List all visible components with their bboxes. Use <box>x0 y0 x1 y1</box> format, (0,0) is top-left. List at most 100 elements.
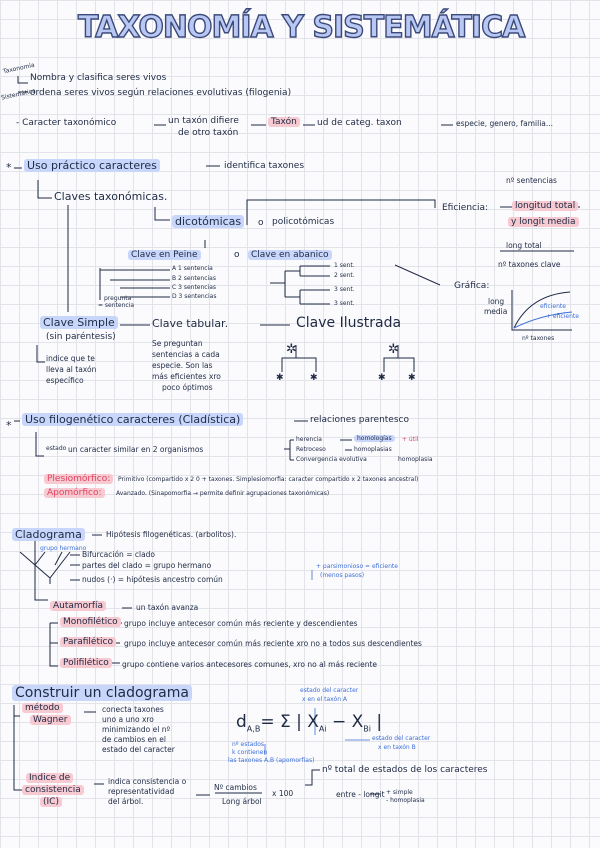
n-estados-2: k contienen <box>232 749 268 756</box>
estado-a-2: x en el taxón A <box>302 696 348 703</box>
homologias: homologías <box>354 435 395 442</box>
estado-a: estado del caracter <box>300 687 359 694</box>
abanico-item: 1 sent. <box>334 262 355 269</box>
ic-label-2: consistencia <box>22 785 84 795</box>
bullet: * <box>6 419 12 432</box>
abanico-item: 3 sent. <box>334 300 355 307</box>
uso-filo-header: Uso filogenético caracteres (Cladística) <box>22 413 244 426</box>
peine-item: C 3 sentencias <box>172 284 217 291</box>
eficiencia-numerator: nº sentencias <box>506 176 557 185</box>
bug-icon: ✲ <box>388 342 399 357</box>
insect-icon: ✱ <box>310 373 318 383</box>
plesiomorfico-definition: Primitivo (compartido x 2 0 + taxones. S… <box>118 476 419 483</box>
estado-label: estado <box>46 445 67 452</box>
abanico-item: 3 sent. <box>334 286 355 293</box>
peine-item: D 3 sentencias <box>172 293 217 300</box>
caracter-difiere: un taxón difiere <box>168 116 239 126</box>
plesiomorfico: Plesiomórfico: <box>44 474 114 484</box>
ic-line: representatividad <box>108 787 175 796</box>
n-estados-3: las taxones A,B (apomorfías) <box>228 757 315 764</box>
apomorfico-definition: Avanzado. (Sinapomorfia → permite defini… <box>116 490 330 497</box>
n-estados: nº estados <box>232 741 264 748</box>
simple-note: lleva al taxón <box>46 365 97 374</box>
taxon-definition: ud de categ. taxon <box>317 118 402 128</box>
grafica-x-label: nº taxones <box>522 335 555 342</box>
monofiletico-definition: grupo incluye antecesor común más recien… <box>124 619 358 628</box>
bug-icon: ✲ <box>286 342 297 357</box>
herencia: herencia <box>296 436 322 443</box>
wagner-line: de cambios en el <box>102 735 166 744</box>
grupo-hermano-label: grupo hermano <box>40 545 87 552</box>
pregunta-label: pregunta <box>104 295 132 302</box>
wagner-line: conecta taxones <box>102 705 164 714</box>
bifurcacion: Bifurcación = clado <box>82 550 156 559</box>
cladograma-title: Cladograma <box>12 528 85 541</box>
ic-simple: + simple <box>386 789 413 796</box>
partes-clado: partes del clado = grupo hermano <box>82 561 212 570</box>
ic-label-3: (IC) <box>40 797 62 807</box>
tabular-note: Se preguntan <box>152 339 203 348</box>
estado-definition: un caracter similar en 2 organismos <box>68 445 204 454</box>
wagner-line: minimizando el nº <box>102 725 171 734</box>
dicotomicas: dicotómicas <box>172 215 245 228</box>
eficiencia-top: longitud total <box>512 201 579 211</box>
nudos: nudos (·) = hipótesis ancestro común <box>82 575 223 584</box>
clave-abanico: Clave en abanico <box>248 250 332 260</box>
ic-entre: entre - longit <box>336 790 385 799</box>
ic-line: indica consistencia o <box>108 777 187 786</box>
ic-total: nº total de estados de los caracteres <box>322 765 488 775</box>
wagner-line: estado del caracter <box>102 745 175 754</box>
uso-filo-tail: relaciones parentesco <box>310 415 409 425</box>
clave-tabular: Clave tabular. <box>152 317 229 330</box>
tabular-note: especie. Son las <box>152 361 213 370</box>
homoplasia: homoplasia <box>398 456 433 463</box>
wagner-label: Wagner <box>30 715 71 725</box>
long-total: long total <box>506 241 542 250</box>
insect-icon: ✱ <box>276 373 284 383</box>
grafica-mas-eficiente: + eficiente <box>546 313 579 320</box>
homoplasias: homoplasias <box>354 446 392 453</box>
convergencia: Convergencia evolutiva <box>296 456 367 463</box>
sentencia-label: = sentencia <box>98 302 135 309</box>
o-connector: o <box>258 218 264 228</box>
parsimonioso: + parsimonioso = eficiente <box>316 563 398 570</box>
ic-denominator: Long árbol <box>222 797 262 806</box>
insect-icon: ✱ <box>408 373 416 383</box>
taxones-clave: nº taxones clave <box>498 260 561 269</box>
grafica-long: long <box>488 297 505 306</box>
util-note: + útil <box>402 436 419 443</box>
grafica-eficiente: eficiente <box>540 303 566 310</box>
clave-simple-sub: (sin paréntesis) <box>46 332 116 342</box>
distance-formula: dA,B= Σ | XAi − XBi | <box>236 712 383 734</box>
o-connector-2: o <box>234 250 240 260</box>
eficiencia-bottom: y longit media <box>508 217 579 227</box>
uso-practico-tail: identifica taxones <box>224 161 305 171</box>
caracter-label: - Caracter taxonómico <box>16 118 117 128</box>
retroceso: Retroceso <box>296 446 326 453</box>
claves-taxonomicas: Claves taxonómicas. <box>54 190 168 203</box>
peine-item: B 2 sentencias <box>172 275 216 282</box>
menos-pasos: (menos pasos) <box>320 572 365 579</box>
policotomicas: policotómicas <box>272 217 335 227</box>
polifiletico-definition: grupo contiene varios antecesores comune… <box>122 660 378 669</box>
ic-line: del árbol. <box>108 797 144 806</box>
eficiencia-label: Eficiencia: <box>442 203 489 213</box>
autamorfia-definition: un taxón avanza <box>136 603 199 612</box>
grafica-media: media <box>484 307 508 316</box>
grafica-label: Gráfica: <box>454 281 490 291</box>
polifiletico: Polifilético <box>60 658 112 668</box>
tabular-note: poco óptimos <box>162 383 213 392</box>
tabular-note: más eficientes xro <box>152 372 221 381</box>
peine-item: A 1 sentencia <box>172 265 213 272</box>
sistematica-definition: ordena seres vivos según relaciones evol… <box>30 88 292 98</box>
clave-ilustrada: Clave Ilustrada <box>296 315 402 331</box>
bullet: * <box>6 161 12 174</box>
ic-x100: x 100 <box>272 789 294 798</box>
ic-homoplasia: - homoplasia <box>386 797 425 804</box>
taxon-term: Taxón <box>268 117 300 127</box>
taxon-examples: especie, genero, familia... <box>456 119 554 128</box>
uso-practico-header: Uso práctico caracteres <box>24 159 160 172</box>
clave-peine: Clave en Peine <box>128 250 201 260</box>
simple-note: indice que te <box>46 354 95 363</box>
